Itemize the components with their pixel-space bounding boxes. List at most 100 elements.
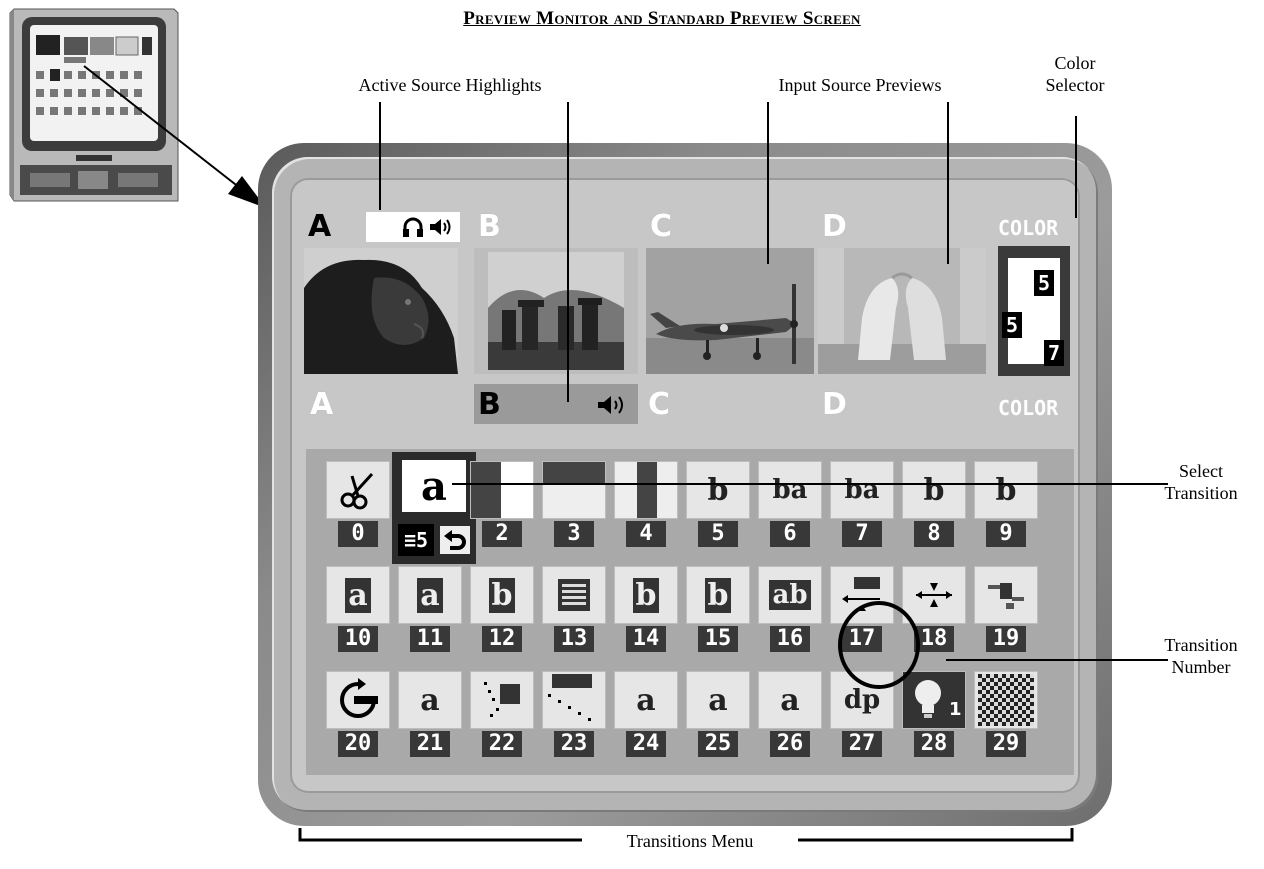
transition-number-16[interactable]: 16 <box>770 626 810 652</box>
preview-a-gorilla[interactable] <box>304 248 458 374</box>
transition-number-28[interactable]: 28 <box>914 731 954 757</box>
tile-glyph: b <box>704 577 732 613</box>
transition-number-24[interactable]: 24 <box>626 731 666 757</box>
transition-tile-2[interactable] <box>470 461 534 519</box>
color-label-top[interactable]: COLOR <box>998 216 1059 240</box>
tile-glyph: a <box>420 682 440 718</box>
transition-number-2[interactable]: 2 <box>482 521 522 547</box>
transition-number-18[interactable]: 18 <box>914 626 954 652</box>
transition-number-15[interactable]: 15 <box>698 626 738 652</box>
source-label-c-top[interactable]: C <box>650 209 673 244</box>
transition-tile-3[interactable] <box>542 461 606 519</box>
transition-number-29[interactable]: 29 <box>986 731 1026 757</box>
transition-number-11[interactable]: 11 <box>410 626 450 652</box>
transition-tile-18[interactable] <box>902 566 966 624</box>
transition-tile-10[interactable]: a <box>326 566 390 624</box>
callout-color-selector: Color Selector <box>1045 53 1105 95</box>
tile-glyph: b <box>488 577 516 613</box>
transition-tile-17[interactable] <box>830 566 894 624</box>
transition-tile-13[interactable] <box>542 566 606 624</box>
transition-tile-24[interactable]: a <box>614 671 678 729</box>
transition-tile-5[interactable]: b <box>686 461 750 519</box>
transition-number-14[interactable]: 14 <box>626 626 666 652</box>
transition-number-8[interactable]: 8 <box>914 521 954 547</box>
transition-tile-4[interactable] <box>614 461 678 519</box>
preview-b-stonehenge[interactable] <box>474 248 638 374</box>
preview-c-airplane[interactable] <box>646 248 814 374</box>
source-label-b-bottom: B <box>478 387 501 422</box>
transition-tile-0[interactable] <box>326 461 390 519</box>
preview-d-polar-bears[interactable] <box>818 248 986 374</box>
tile-glyph: dp <box>843 685 881 715</box>
transition-tile-6[interactable]: ba <box>758 461 822 519</box>
transition-tile-25[interactable]: a <box>686 671 750 729</box>
transition-tile-28[interactable]: 1 <box>902 671 966 729</box>
source-label-b-top[interactable]: B <box>478 209 501 244</box>
transition-number-7[interactable]: 7 <box>842 521 882 547</box>
transition-number-12[interactable]: 12 <box>482 626 522 652</box>
transition-number-20[interactable]: 20 <box>338 731 378 757</box>
transition-tile-12[interactable]: b <box>470 566 534 624</box>
transition-number-19[interactable]: 19 <box>986 626 1026 652</box>
transition-number-5[interactable]: 5 <box>698 521 738 547</box>
transition-number-26[interactable]: 26 <box>770 731 810 757</box>
transition-number-22[interactable]: 22 <box>482 731 522 757</box>
transition-tile-7[interactable]: ba <box>830 461 894 519</box>
transition-tile-22[interactable] <box>470 671 534 729</box>
transition-tile-26[interactable]: a <box>758 671 822 729</box>
transition-tile-19[interactable] <box>974 566 1038 624</box>
color-selector-box[interactable]: 5 5 7 <box>998 246 1070 376</box>
tile-glyph: b <box>707 472 729 508</box>
transition-tile-9[interactable]: b <box>974 461 1038 519</box>
transition-number-highlight-circle <box>838 601 920 689</box>
transition-tile-29[interactable] <box>974 671 1038 729</box>
speaker-icon <box>598 396 623 414</box>
transition-number-6[interactable]: 6 <box>770 521 810 547</box>
transition-number-27[interactable]: 27 <box>842 731 882 757</box>
transition-tile-23[interactable] <box>542 671 606 729</box>
tile-glyph: b <box>923 472 945 508</box>
undo-icon[interactable] <box>440 526 470 554</box>
transition-tile-21[interactable]: a <box>398 671 462 729</box>
tile-glyph: a <box>636 682 656 718</box>
transition-number-10[interactable]: 10 <box>338 626 378 652</box>
callout-select-transition: Select Transition <box>1164 461 1238 503</box>
transition-tile-16[interactable]: ab <box>758 566 822 624</box>
color-label-bottom[interactable]: COLOR <box>998 396 1059 420</box>
transition-number-23[interactable]: 23 <box>554 731 594 757</box>
transition-number-9[interactable]: 9 <box>986 521 1026 547</box>
scissors-icon <box>340 472 374 510</box>
rotate-icon <box>340 678 378 718</box>
tile-glyph: a <box>708 682 728 718</box>
transition-tile-20[interactable] <box>326 671 390 729</box>
transition-tile-14[interactable]: b <box>614 566 678 624</box>
tile-glyph: ba <box>772 475 808 505</box>
source-label-d-top[interactable]: D <box>822 209 847 244</box>
active-source-bar-b[interactable]: B <box>474 384 638 424</box>
transition-number-25[interactable]: 25 <box>698 731 738 757</box>
transition-tile-11[interactable]: a <box>398 566 462 624</box>
source-label-a-bottom[interactable]: A <box>310 387 334 422</box>
active-audio-indicator-a <box>366 212 460 242</box>
source-label-c-bottom[interactable]: C <box>648 387 671 422</box>
transition-tile-1[interactable]: a≡5 <box>392 452 476 564</box>
tile-glyph: a <box>345 577 371 613</box>
transition-tile-15[interactable]: b <box>686 566 750 624</box>
source-label-a-top[interactable]: A <box>308 209 332 244</box>
transition-tile-8[interactable]: b <box>902 461 966 519</box>
transition-number-13[interactable]: 13 <box>554 626 594 652</box>
callout-transition-number: Transition Number <box>1164 635 1238 677</box>
transition-number-21[interactable]: 21 <box>410 731 450 757</box>
tile-glyph: ba <box>844 475 880 505</box>
transition-number-17[interactable]: 17 <box>842 626 882 652</box>
transition-number-0[interactable]: 0 <box>338 521 378 547</box>
transition-number-3[interactable]: 3 <box>554 521 594 547</box>
transition-number-4[interactable]: 4 <box>626 521 666 547</box>
lightbulb-icon <box>915 680 941 718</box>
pointer-arrow <box>83 65 266 208</box>
source-label-d-bottom[interactable]: D <box>822 387 847 422</box>
tile-glyph-a: a <box>421 462 447 510</box>
headphones-icon <box>403 217 423 237</box>
